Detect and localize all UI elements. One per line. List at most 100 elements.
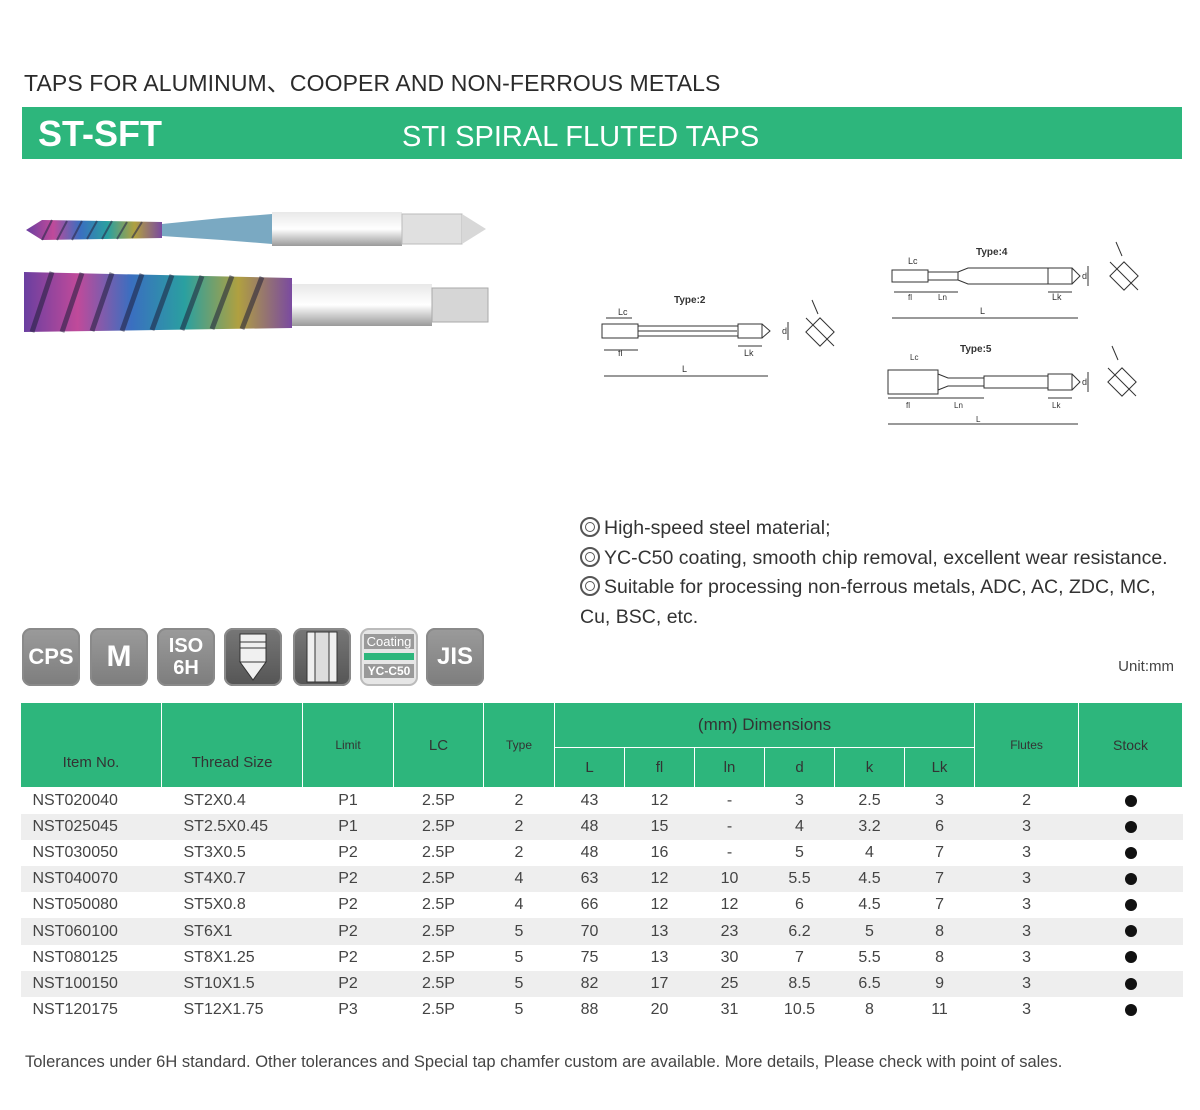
table-cell: 2.5P [422,896,455,914]
type5-ln: Ln [954,401,963,410]
table-cell: 88 [580,1001,599,1019]
type2-d: d [782,326,787,336]
stock-cell [1078,813,1183,840]
table-cell: ST2.5X0.45 [161,813,303,840]
stock-cell [1078,970,1183,997]
table-cell: 6.2 [764,918,835,945]
table-cell: 3 [974,918,1079,945]
table-cell: 8.5 [764,970,835,997]
table-cell: P1 [302,813,394,840]
type5-title: Type:5 [960,344,992,355]
table-cell: 23 [694,918,765,945]
table-cell: NST080125 [32,948,118,966]
stock-cell [1078,918,1183,945]
table-cell: P2 [302,970,394,997]
table-cell: 3 [1022,896,1031,914]
type4-fl: fl [908,293,912,302]
table-cell: 2.5 [858,791,881,809]
table-cell: 8 [904,918,975,945]
col-flutes: Flutes [974,702,1080,788]
col-L: L [554,747,625,788]
table-cell: P1 [338,791,358,809]
col-thread-size: Thread Size [161,702,303,788]
stock-cell [1078,866,1183,893]
type2-L: L [682,364,687,374]
table-cell: 8 [865,1001,874,1019]
col-k: k [834,747,905,788]
table-cell: 70 [554,918,625,945]
table-cell: 3 [974,970,1079,997]
table-cell: 6.5 [834,970,905,997]
in-stock-dot-icon [1124,925,1137,938]
table-cell: 31 [720,1001,739,1019]
type2-fl: fl [618,348,623,358]
table-cell: P2 [338,896,358,914]
table-cell: 9 [904,970,975,997]
stock-cell [1079,788,1183,814]
cps-badge-icon: CPS [22,628,80,686]
col-item-no: Item No. [20,702,162,788]
category-title: TAPS FOR ALUMINUM、COOPER AND NON-FERROUS… [24,70,721,96]
table-cell: 48 [580,843,599,861]
table-cell: 5 [834,918,905,945]
table-cell: 7 [904,866,975,893]
table-cell: 63 [554,866,625,893]
table-cell: ST4X0.7 [161,866,303,893]
unit-label: Unit:mm [1118,658,1174,675]
table-cell: 3 [1022,843,1031,861]
type4-lk: Lk [1052,292,1062,302]
table-cell: 66 [580,896,599,914]
through-hole-icon [293,628,351,686]
table-cell: NST100150 [20,970,162,997]
col-dimensions: (mm) Dimensions [553,702,976,748]
table-cell: 4 [514,896,524,914]
table-cell: P3 [338,1001,358,1019]
table-cell: 7 [935,843,944,861]
table-cell: 5.5 [764,866,835,893]
table-cell: 82 [554,970,625,997]
stock-cell [1079,892,1183,918]
table-cell: 2.5P [422,1001,455,1019]
table-cell: 3 [1022,948,1031,966]
table-cell: 2 [483,813,555,840]
table-cell: ST5X0.8 [183,896,246,914]
table-cell: P2 [302,918,394,945]
table-cell: 2.5P [422,791,455,809]
table-cell: 13 [624,918,695,945]
product-name: STI SPIRAL FLUTED TAPS [402,121,760,153]
table-cell: NST120175 [32,1001,118,1019]
table-cell: 4 [764,813,835,840]
col-type: Type [483,702,555,788]
table-cell: 12 [720,896,739,914]
table-cell: ST3X0.5 [183,843,246,861]
col-lc: LC [393,702,484,788]
table-cell: 2.5P [393,866,484,893]
in-stock-dot-icon [1124,977,1137,990]
product-banner: ST-SFT STI SPIRAL FLUTED TAPS [22,107,1182,159]
bullet-circle-icon [580,546,600,567]
table-cell: 6 [795,896,804,914]
table-cell: P2 [338,948,358,966]
col-limit: Limit [302,702,394,788]
table-cell: 75 [580,948,599,966]
type4-ln: Ln [938,293,947,302]
in-stock-dot-icon [1124,951,1137,964]
table-cell: NST030050 [32,843,118,861]
type5-diagram: Type:5 Lc fl Ln Lk L d [876,338,1156,438]
table-cell: - [694,813,765,840]
table-cell: 10 [694,866,765,893]
table-cell: 2 [1022,791,1031,809]
tap-product-image [22,192,492,342]
type5-d: d [1082,377,1087,387]
col-stock: Stock [1078,702,1184,788]
table-cell: ST2X0.4 [183,791,246,809]
table-cell: 17 [624,970,695,997]
stock-cell [1079,840,1183,866]
m-badge-icon: M [90,628,148,686]
type5-lc: Lc [910,353,918,362]
